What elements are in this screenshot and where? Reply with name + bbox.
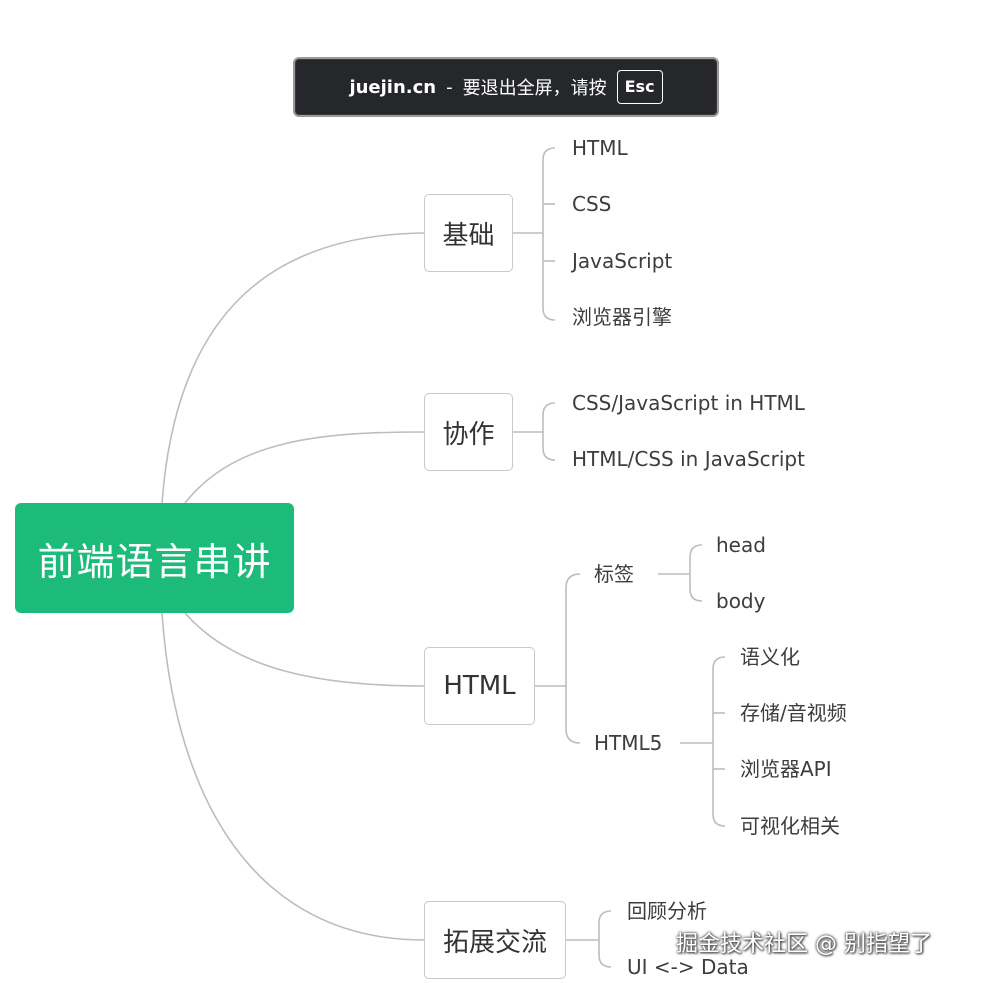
watermark: 掘金技术社区 @ 别指望了 [676, 932, 932, 957]
branch-html[interactable]: HTML [424, 647, 535, 725]
leaf-css[interactable]: CSS [572, 192, 612, 216]
node-tags[interactable]: 标签 [594, 562, 634, 586]
branch-collab[interactable]: 协作 [424, 393, 513, 471]
leaf-review[interactable]: 回顾分析 [627, 899, 707, 923]
esc-key-hint[interactable]: Esc [616, 70, 663, 104]
fullscreen-exit-banner: juejin.cn - 要退出全屏，请按 Esc [293, 57, 719, 117]
leaf-ui-data[interactable]: UI <-> Data [627, 955, 749, 979]
banner-separator: - [446, 76, 453, 98]
banner-site: juejin.cn [349, 76, 437, 98]
leaf-storage-media[interactable]: 存储/音视频 [740, 701, 847, 725]
leaf-html[interactable]: HTML [572, 136, 628, 160]
leaf-semantics[interactable]: 语义化 [740, 645, 800, 669]
branch-basics[interactable]: 基础 [424, 194, 513, 272]
leaf-browser-engine[interactable]: 浏览器引擎 [572, 305, 672, 329]
leaf-javascript[interactable]: JavaScript [572, 249, 673, 273]
leaf-browser-api[interactable]: 浏览器API [740, 757, 832, 781]
leaf-visualization[interactable]: 可视化相关 [740, 814, 840, 838]
leaf-head[interactable]: head [716, 533, 766, 557]
leaf-html-css-in-js[interactable]: HTML/CSS in JavaScript [572, 447, 805, 471]
node-html5[interactable]: HTML5 [594, 731, 663, 755]
root-node[interactable]: 前端语言串讲 [15, 503, 294, 613]
branch-expand[interactable]: 拓展交流 [424, 901, 566, 979]
banner-message: 要退出全屏，请按 [462, 78, 607, 99]
leaf-css-js-in-html[interactable]: CSS/JavaScript in HTML [572, 391, 805, 415]
leaf-body[interactable]: body [716, 589, 766, 613]
